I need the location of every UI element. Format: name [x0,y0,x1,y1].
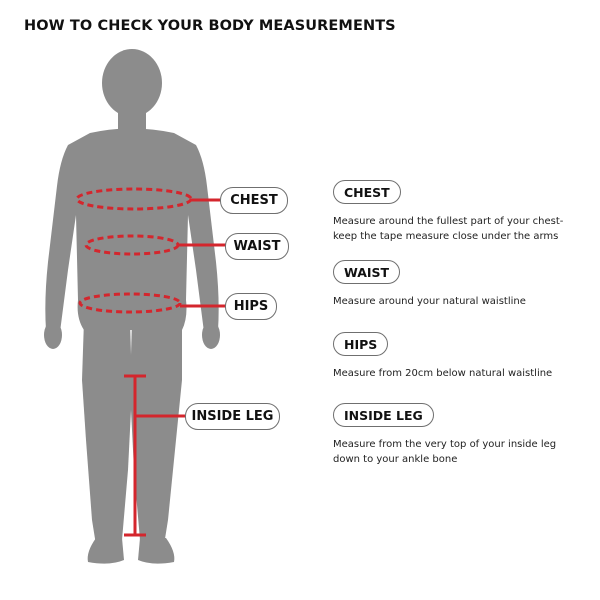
waist-label: WAIST [225,233,289,260]
legend-inside-leg-description: Measure from the very top of your inside… [333,439,557,465]
hips-tape [78,292,182,314]
torso [45,128,219,332]
page-title: HOW TO CHECK YOUR BODY MEASUREMENTS [24,18,396,34]
legend-chest-title: CHEST [333,180,401,204]
neck [118,110,146,132]
right-foot [138,538,175,564]
body-silhouette [44,49,220,564]
legend-chest-description: Measure around the fullest part of your … [333,216,564,242]
inside-leg-label: INSIDE LEG [185,403,280,430]
legend-inside-leg-title: INSIDE LEG [333,403,434,427]
hips-label: HIPS [225,293,277,320]
head [102,49,162,117]
measure-markers [75,187,226,537]
legend-waist-description: Measure around your natural waistline [333,296,526,307]
left-hand [44,321,62,349]
legend-hips-description: Measure from 20cm below natural waistlin… [333,368,553,379]
left-leg [82,320,132,545]
legend-waist-title: WAIST [333,260,401,284]
right-leg [130,320,182,545]
left-foot [87,538,124,564]
chest-label: CHEST [220,187,288,214]
right-hand [202,321,220,349]
legend-hips-title: HIPS [333,332,389,356]
